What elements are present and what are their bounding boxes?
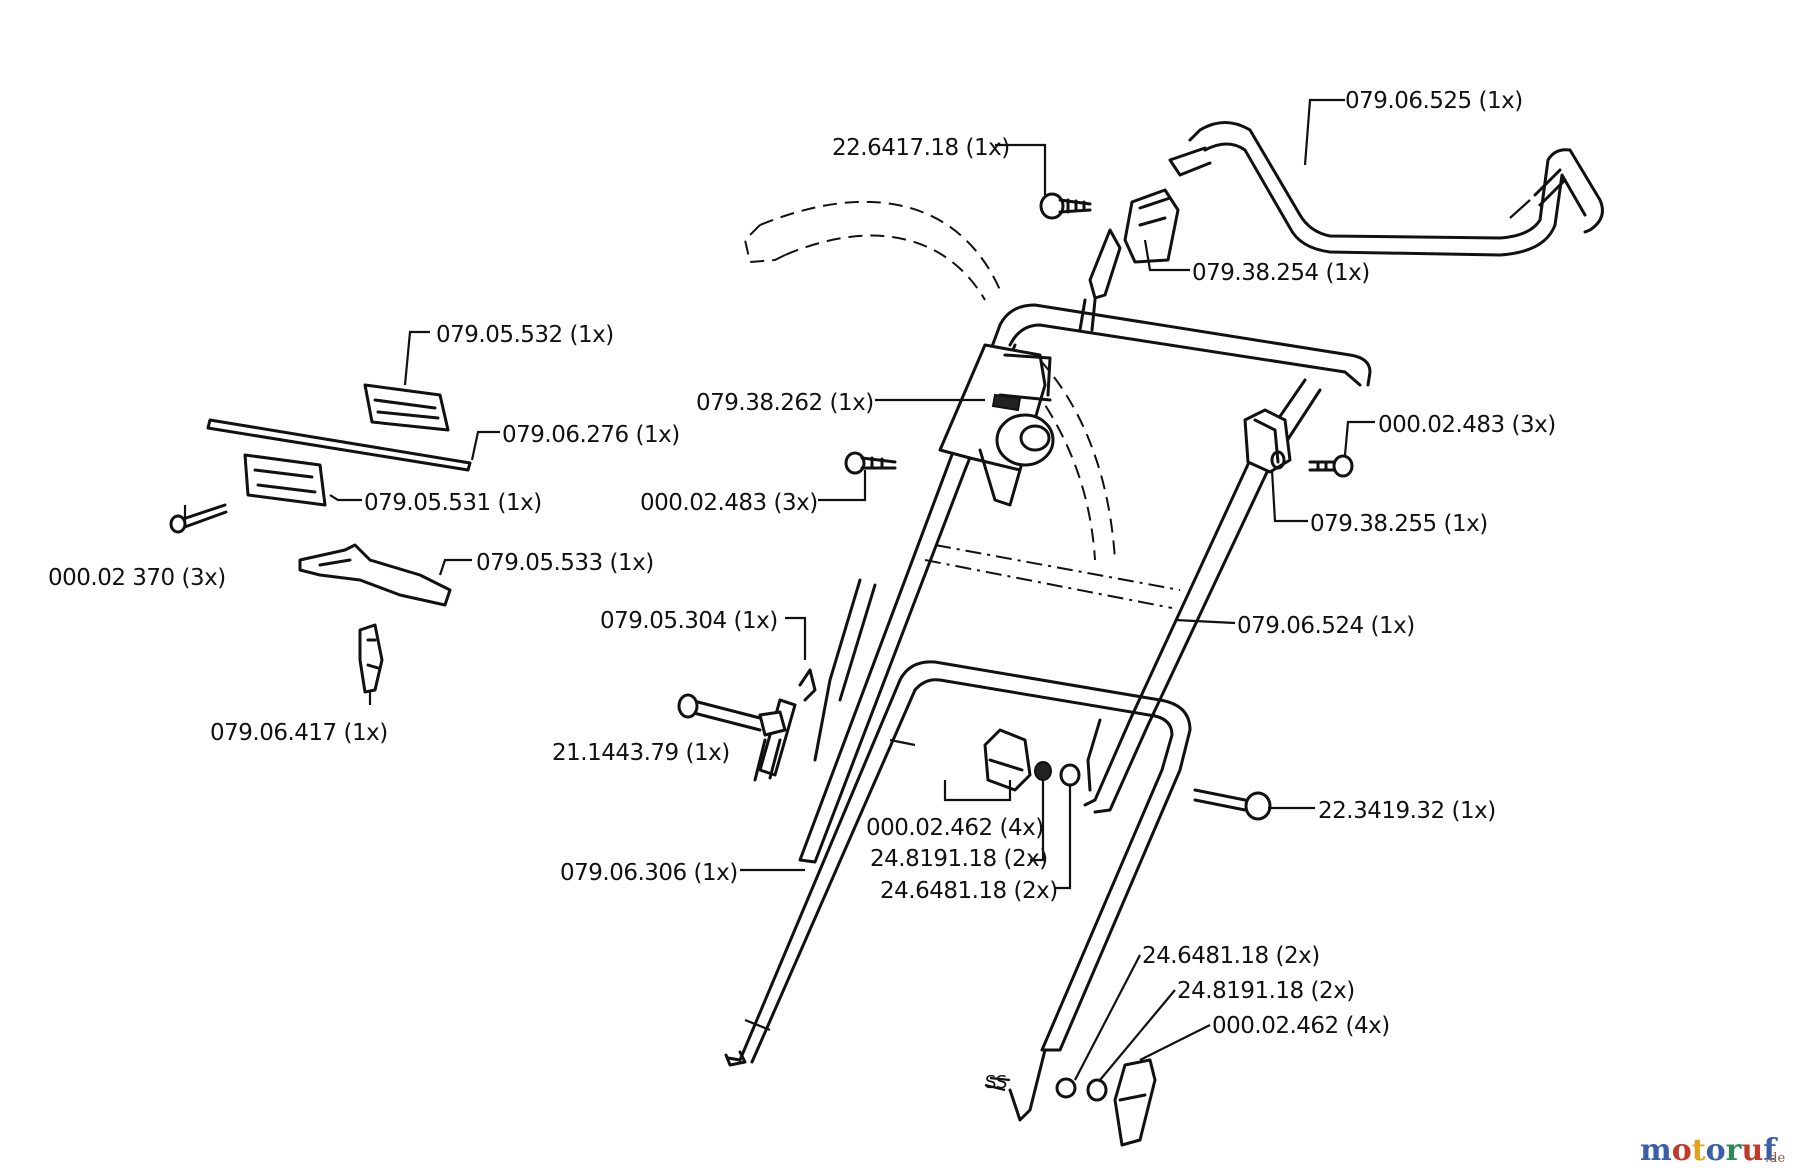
middle-handle-frame [798, 303, 1372, 864]
lower-handle [724, 660, 1192, 1122]
label-079-06-306: 079.06.306 (1x) [560, 860, 738, 886]
label-24-8191-18-mid: 24.8191.18 (2x) [870, 846, 1048, 872]
label-ss-mark: SS [985, 1072, 1007, 1093]
label-22-6417-18: 22.6417.18 (1x) [832, 135, 1010, 161]
clamp-079-38-255 [1243, 408, 1292, 474]
rod-079-06-276 [206, 418, 472, 472]
lever-079-05-533 [298, 543, 452, 607]
label-079-38-254: 079.38.254 (1x) [1192, 260, 1370, 286]
upper-handlebar [1168, 121, 1604, 257]
holder-079-05-531 [169, 453, 327, 534]
part-labels: 079.06.525 (1x) 22.6417.18 (1x) 079.38.2… [48, 88, 1556, 1093]
label-21-1443-79: 21.1443.79 (1x) [552, 740, 730, 766]
label-24-6481-18-mid: 24.6481.18 (2x) [880, 878, 1058, 904]
watermark-letter: r [1726, 1133, 1743, 1168]
label-000-02-483-right: 000.02.483 (3x) [1378, 412, 1556, 438]
label-079-06-417: 079.06.417 (1x) [210, 720, 388, 746]
label-079-06-276: 079.06.276 (1x) [502, 422, 680, 448]
label-079-38-255: 079.38.255 (1x) [1310, 511, 1488, 537]
bolt-000-02-483-right [1308, 454, 1354, 478]
label-000-02-462-mid: 000.02.462 (4x) [866, 815, 1044, 841]
label-079-38-262: 079.38.262 (1x) [696, 390, 874, 416]
watermark-letter: o [1672, 1133, 1692, 1168]
knob-assembly-low [1055, 1058, 1157, 1147]
label-22-3419-32: 22.3419.32 (1x) [1318, 798, 1496, 824]
pivot-bolt-079-05-304 [677, 668, 817, 782]
label-079-05-531: 079.05.531 (1x) [364, 490, 542, 516]
label-000-02-370: 000.02 370 (3x) [48, 565, 226, 591]
label-079-05-304: 079.05.304 (1x) [600, 608, 778, 634]
switch-box-079-38-262 [938, 343, 1055, 507]
watermark-letter: m [1640, 1133, 1672, 1168]
bolt-000-02-483-left [844, 451, 897, 475]
leader-lines [183, 98, 1375, 1082]
watermark-logo: motoruf .de [1640, 1133, 1785, 1168]
knob-assembly-mid [983, 728, 1272, 821]
watermark-letter: o [1706, 1133, 1726, 1168]
label-079-05-532: 079.05.532 (1x) [436, 322, 614, 348]
label-24-6481-18-low: 24.6481.18 (2x) [1142, 943, 1320, 969]
label-079-05-533: 079.05.533 (1x) [476, 550, 654, 576]
watermark-letter: t [1692, 1133, 1706, 1168]
label-24-8191-18-low: 24.8191.18 (2x) [1177, 978, 1355, 1004]
cover-079-05-532 [363, 383, 450, 432]
watermark-letter: u [1741, 1133, 1763, 1168]
label-000-02-483-left: 000.02.483 (3x) [640, 490, 818, 516]
handle-clamp-079-38-254 [1078, 188, 1180, 332]
label-000-02-462-low: 000.02.462 (4x) [1212, 1013, 1390, 1039]
clip-079-06-417 [358, 623, 384, 694]
screw-22-6417-18 [1039, 192, 1092, 220]
watermark-brand: motoruf [1640, 1133, 1778, 1168]
watermark-letter: f [1763, 1133, 1778, 1168]
label-079-06-524: 079.06.524 (1x) [1237, 613, 1415, 639]
watermark-suffix: .de [1765, 1151, 1785, 1166]
label-079-06-525: 079.06.525 (1x) [1345, 88, 1523, 114]
